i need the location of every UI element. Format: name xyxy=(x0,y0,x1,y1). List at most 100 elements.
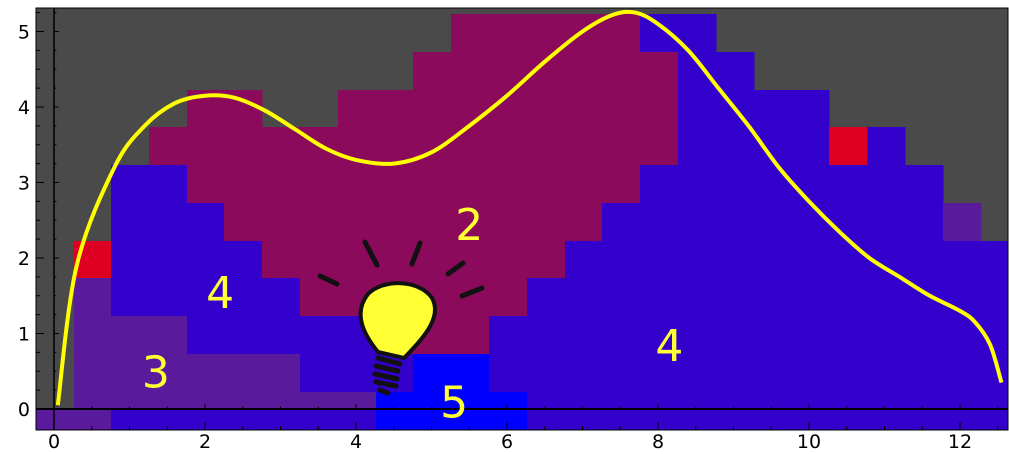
heatmap-cell xyxy=(149,392,188,411)
heatmap-cell xyxy=(678,278,717,317)
heatmap-cell xyxy=(829,203,868,242)
heatmap-cell xyxy=(489,127,528,166)
heatmap-cell xyxy=(716,203,755,242)
heatmap-cell xyxy=(754,203,793,242)
heatmap-cell xyxy=(489,203,528,242)
heatmap-cell xyxy=(602,203,641,242)
heatmap-cell xyxy=(413,392,452,411)
heatmap-cell xyxy=(678,354,717,393)
heatmap-cell xyxy=(981,392,1008,411)
heatmap-cell xyxy=(640,316,679,355)
heatmap-cell xyxy=(678,203,717,242)
heatmap-cell xyxy=(981,241,1008,279)
heatmap-cell xyxy=(754,278,793,317)
heatmap-cell xyxy=(716,354,755,393)
heatmap-cell xyxy=(300,316,339,355)
heatmap-cell xyxy=(792,316,830,355)
heatmap-cell xyxy=(565,14,603,53)
heatmap-cell xyxy=(602,241,641,279)
heatmap-cell xyxy=(981,278,1008,317)
heatmap-cell xyxy=(187,410,225,430)
heatmap-cell xyxy=(338,203,377,242)
heatmap-cell xyxy=(792,203,830,242)
heatmap-cell xyxy=(451,127,490,166)
heatmap-cell xyxy=(489,165,528,204)
heatmap-cell xyxy=(792,127,830,166)
heatmap-cell xyxy=(224,410,263,430)
heatmap-cell xyxy=(149,278,188,317)
heatmap-cell xyxy=(602,52,641,91)
heatmap-cell xyxy=(376,410,414,430)
heatmap-cell xyxy=(489,354,528,393)
heatmap-cell xyxy=(981,410,1008,430)
heatmap-cell xyxy=(867,165,906,204)
heatmap-cell xyxy=(829,241,868,279)
heatmap-cell xyxy=(111,354,150,393)
heatmap-cell xyxy=(489,410,528,430)
heatmap-cell xyxy=(262,392,301,411)
heatmap-cell xyxy=(602,278,641,317)
heatmap-cell xyxy=(565,392,603,411)
heatmap-cell xyxy=(413,410,452,430)
heatmap-cell xyxy=(187,127,225,166)
x-tick-label: 6 xyxy=(501,431,513,453)
heatmap-cell xyxy=(640,90,679,128)
region-label: 4 xyxy=(655,321,683,372)
heatmap-cell xyxy=(262,203,301,242)
heatmap-cell xyxy=(565,354,603,393)
heatmap-cell xyxy=(867,203,906,242)
heatmap-cell xyxy=(640,241,679,279)
region-label: 2 xyxy=(455,200,483,251)
heatmap-cell xyxy=(451,316,490,355)
heatmap-cell xyxy=(300,354,339,393)
heatmap-cell xyxy=(149,241,188,279)
heatmap-cell xyxy=(640,354,679,393)
heatmap-cell xyxy=(829,127,868,166)
heatmap-cell xyxy=(678,127,717,166)
heatmap-cell xyxy=(527,165,566,204)
y-tick-label: 5 xyxy=(18,22,30,44)
heatmap-cell xyxy=(905,354,944,393)
heatmap-cell xyxy=(451,52,490,91)
heatmap-cell xyxy=(338,90,377,128)
heatmap-cell xyxy=(262,316,301,355)
plot-frame xyxy=(35,7,1009,431)
heatmap-cell xyxy=(565,52,603,91)
heatmap-cell xyxy=(527,278,566,317)
heatmap-cell xyxy=(602,316,641,355)
heatmap-cell xyxy=(527,316,566,355)
heatmap-cell xyxy=(300,165,339,204)
heatmap-cell xyxy=(678,165,717,204)
heatmap-cell xyxy=(149,410,188,430)
heatmap-cell xyxy=(187,316,225,355)
heatmap-cell xyxy=(716,127,755,166)
heatmap-cell xyxy=(111,278,150,317)
heatmap-cell xyxy=(376,165,414,204)
x-tick-label: 2 xyxy=(199,431,211,453)
heatmap-cell xyxy=(716,410,755,430)
heatmap-cell xyxy=(905,392,944,411)
heatmap-cell xyxy=(792,392,830,411)
heatmap-cell xyxy=(527,14,566,53)
heatmap-cell xyxy=(149,354,188,393)
heatmap-cell xyxy=(262,278,301,317)
heatmap-cell xyxy=(527,90,566,128)
heatmap-cell xyxy=(338,165,377,204)
heatmap-cell xyxy=(565,127,603,166)
heatmap-cell xyxy=(338,354,377,393)
heatmap-cell xyxy=(489,14,528,53)
heatmap-cell xyxy=(829,410,868,430)
heatmap-cell xyxy=(489,316,528,355)
heatmap-cell xyxy=(224,165,263,204)
heatmap-cell xyxy=(262,354,301,393)
heatmap-cell xyxy=(262,127,301,166)
heatmap-cell xyxy=(413,354,452,393)
heatmap-cell xyxy=(149,165,188,204)
heatmap-cell xyxy=(716,241,755,279)
heatmap-cell xyxy=(754,316,793,355)
heatmap-cell xyxy=(792,410,830,430)
heatmap-cell xyxy=(74,410,112,430)
heatmap-cell xyxy=(905,241,944,279)
heatmap-cell xyxy=(716,52,755,91)
